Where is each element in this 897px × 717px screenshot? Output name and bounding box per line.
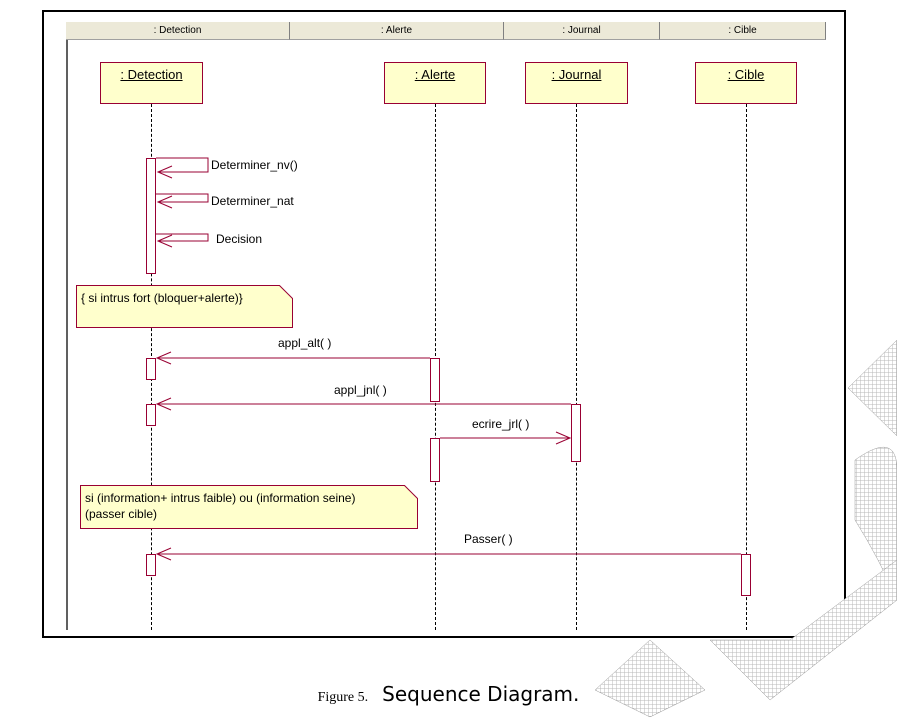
activation-detection xyxy=(146,158,156,274)
arrowhead-open xyxy=(155,547,172,561)
arrowhead-open xyxy=(156,165,173,179)
note-fold-icon xyxy=(404,485,418,499)
message-label-decision: Decision xyxy=(216,232,263,246)
lifeline-label: : Journal xyxy=(551,67,602,82)
watermark-chevron xyxy=(709,559,897,701)
lifeline-box-cible[interactable]: : Cible xyxy=(695,62,797,104)
lifeline-journal xyxy=(576,104,577,630)
self-message-arrow xyxy=(156,193,209,203)
note-text-line: si (information+ intrus faible) ou (info… xyxy=(85,491,356,505)
lifeline-box-detection[interactable]: : Detection xyxy=(100,62,203,104)
note-text: { si intrus fort (bloquer+alerte)} xyxy=(81,291,243,305)
activation-alerte xyxy=(430,438,440,482)
column-header-detection: : Detection xyxy=(66,22,290,40)
note-intrus-fort[interactable]: { si intrus fort (bloquer+alerte)} xyxy=(76,285,293,328)
left-margin-line xyxy=(66,40,68,630)
column-header-journal: : Journal xyxy=(504,22,660,40)
arrowhead-open xyxy=(156,195,173,209)
note-intrus-faible[interactable]: si (information+ intrus faible) ou (info… xyxy=(80,485,418,529)
lifeline-box-alerte[interactable]: : Alerte xyxy=(384,62,486,104)
activation-detection xyxy=(146,404,156,426)
arrowhead-open xyxy=(155,351,172,365)
figure-title: Sequence Diagram. xyxy=(382,682,580,706)
activation-cible xyxy=(741,554,751,596)
activation-journal xyxy=(571,404,581,462)
watermark-diamond xyxy=(594,639,706,717)
arrowhead-open xyxy=(156,234,173,248)
note-text-line: (passer cible) xyxy=(85,507,158,521)
message-label-determiner-nat: Determiner_nat xyxy=(211,194,294,208)
message-label-appl-jnl: appl_jnl( ) xyxy=(334,383,387,397)
lifeline-label: : Detection xyxy=(120,67,183,82)
message-label-ecrire-jrl: ecrire_jrl( ) xyxy=(472,417,530,431)
note-fold-icon xyxy=(279,285,293,299)
activation-detection xyxy=(146,358,156,380)
figure-number: Figure 5. xyxy=(317,690,369,705)
self-message-arrow xyxy=(156,233,209,242)
lifeline-label: : Cible xyxy=(727,67,765,82)
lifeline-label: : Alerte xyxy=(414,67,456,82)
lifeline-box-journal[interactable]: : Journal xyxy=(525,62,628,104)
message-label-determiner-nv: Determiner_nv() xyxy=(211,158,298,172)
self-message-arrow xyxy=(156,157,209,173)
message-label-appl-alt: appl_alt( ) xyxy=(278,336,332,350)
arrowhead-open xyxy=(555,431,572,445)
activation-alerte xyxy=(430,358,440,402)
message-label-passer: Passer( ) xyxy=(464,532,513,546)
arrowhead-open xyxy=(155,397,172,411)
lifeline-cible xyxy=(746,104,747,630)
activation-detection xyxy=(146,554,156,576)
figure-caption: Figure 5. Sequence Diagram. xyxy=(0,682,897,706)
column-header-cible: : Cible xyxy=(660,22,826,40)
column-header-alerte: : Alerte xyxy=(290,22,504,40)
watermark-diamond xyxy=(847,339,897,437)
